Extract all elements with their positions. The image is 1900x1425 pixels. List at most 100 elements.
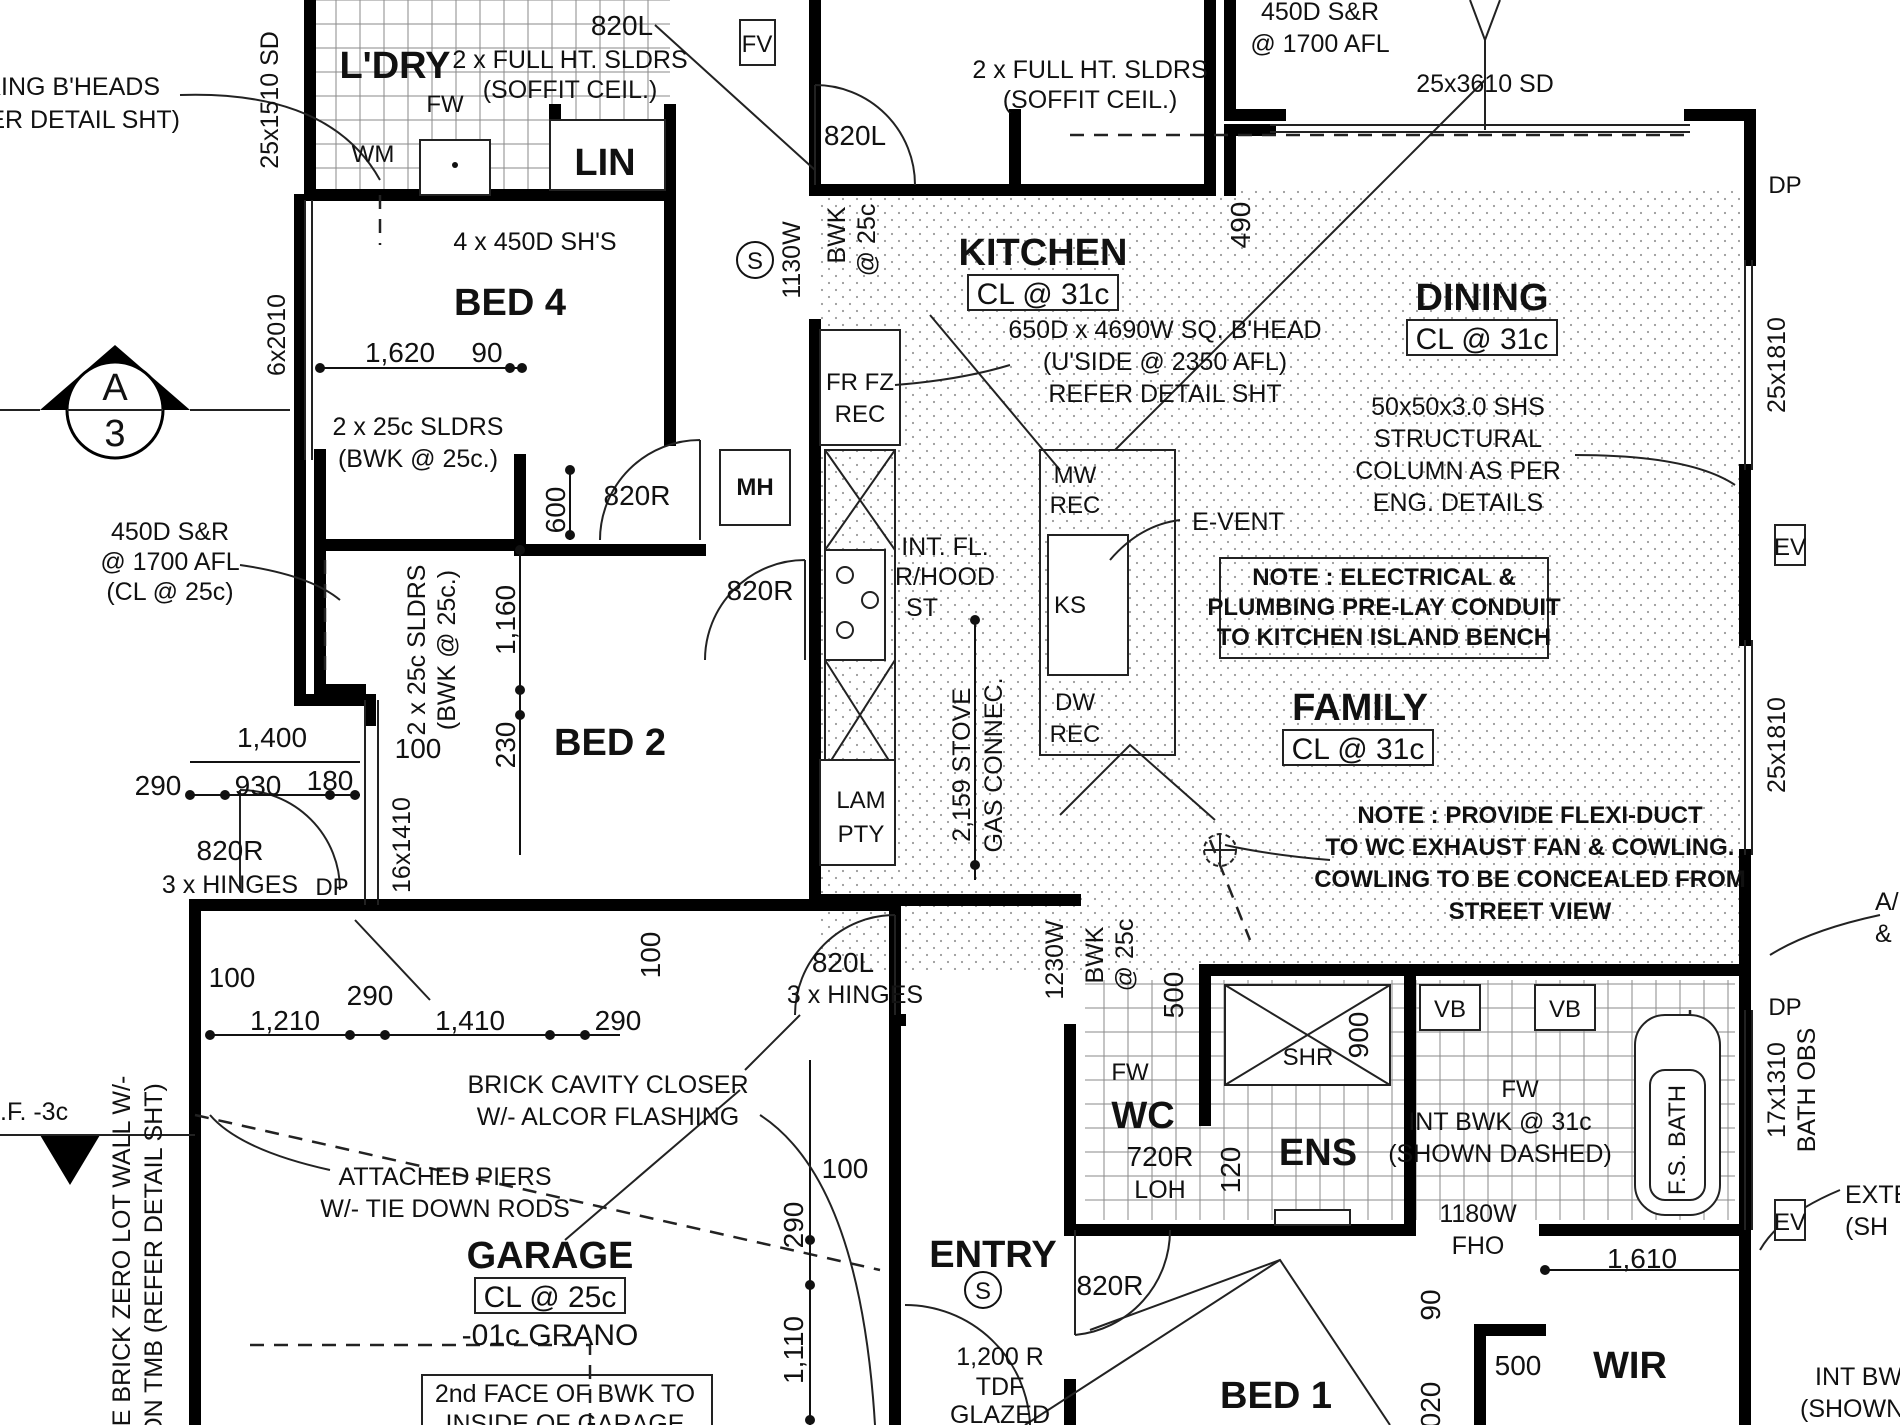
note-sliders-mid-1: 2 x FULL HT. SLDRS — [972, 56, 1207, 84]
room-entry: ENTRY — [929, 1234, 1056, 1276]
note-door-1200-2: TDF — [976, 1373, 1025, 1401]
label-lam: LAM — [836, 787, 885, 814]
note-door-1200-1: 1,200 R — [956, 1343, 1044, 1371]
label-fv: FV — [742, 31, 773, 58]
room-linen: LIN — [574, 142, 635, 184]
note-sd-laundry: 25x1510 SD — [256, 31, 284, 169]
dim-1610: 1,610 — [1607, 1243, 1677, 1274]
note-elec-2: PLUMBING PRE-LAY CONDUIT — [1207, 594, 1561, 621]
room-dining: DINING — [1416, 277, 1549, 319]
note-win-16x1410: 16x1410 — [388, 797, 416, 893]
label-fw-laundry: FW — [426, 91, 464, 118]
note-shs-3: COLUMN AS PER — [1355, 457, 1561, 485]
dim-500b: 500 — [1495, 1350, 1542, 1381]
label-fw-ens: FW — [1501, 1076, 1539, 1103]
note-sldrs-v-2: (BWK @ 25c.) — [433, 570, 461, 730]
note-brick-2: W/- ALCOR FLASHING — [477, 1103, 740, 1131]
note-hinges-mid: 3 x HINGES — [787, 981, 923, 1009]
door-labels: 820L 820L 820R 820R 820R 820L 720R 820R — [197, 10, 1194, 1301]
room-labels: L'DRY LIN BED 4 BED 2 KITCHEN DINING FAM… — [339, 45, 1666, 1417]
note-bhead-3: REFER DETAIL SHT — [1048, 380, 1281, 408]
dim-1400: 1,400 — [237, 722, 307, 753]
garage-floor: -01c GRANO — [462, 1319, 639, 1352]
dim-900: 900 — [1343, 1012, 1374, 1059]
room-ensuite: ENS — [1279, 1132, 1357, 1174]
room-laundry: L'DRY — [339, 45, 450, 87]
room-kitchen: KITCHEN — [959, 232, 1128, 274]
note-bwk-kitchen-2: @ 25c — [853, 204, 881, 277]
note-flexi-2: TO WC EXHAUST FAN & COWLING. — [1326, 834, 1735, 861]
roof-lines — [354, 0, 1501, 1425]
dim-930: 930 — [235, 770, 282, 801]
note-w1130: 1130W — [778, 221, 806, 299]
note-sr-left-1: 450D S&R — [111, 518, 229, 546]
door-820l-kitchen: 820L — [824, 120, 886, 151]
note-shs-1: 50x50x3.0 SHS — [1371, 393, 1545, 421]
note-win-25x1810-b: 25x1810 — [1763, 697, 1791, 793]
room-wc: WC — [1111, 1095, 1174, 1137]
dim-100c: 100 — [635, 932, 666, 979]
ceiling-garage: CL @ 25c — [484, 1281, 617, 1314]
note-bhead-2: (U'SIDE @ 2350 AFL) — [1043, 348, 1287, 376]
note-loh: LOH — [1134, 1176, 1185, 1204]
note-elec-3: TO KITCHEN ISLAND BENCH — [1217, 624, 1551, 651]
note-sr-top-2: @ 1700 AFL — [1250, 30, 1389, 58]
note-flexi-1: NOTE : PROVIDE FLEXI-DUCT — [1357, 802, 1703, 829]
door-820r-bed4: 820R — [604, 480, 671, 511]
door-720r: 720R — [1127, 1141, 1194, 1172]
note-piers-2: W/- TIE DOWN RODS — [320, 1195, 570, 1223]
note-ac-1: A/ — [1875, 888, 1899, 916]
ceiling-labels: CL @ 31c CL @ 31c CL @ 31c CL @ 25c -01c… — [462, 274, 1558, 1352]
note-win-25x1810-a: 25x1810 — [1763, 317, 1791, 413]
note-brick-1: BRICK CAVITY CLOSER — [467, 1071, 748, 1099]
door-820l-entry: 820L — [812, 947, 874, 978]
note-fho-1: 1180W — [1439, 1200, 1517, 1228]
ceiling-kitchen: CL @ 31c — [977, 278, 1110, 311]
dim-600: 600 — [540, 487, 571, 534]
note-bhead-1: 650D x 4690W SQ. B'HEAD — [1008, 316, 1321, 344]
note-intbwk-r-2: (SHOWN — [1800, 1395, 1900, 1423]
door-820r-entry: 820R — [1077, 1270, 1144, 1301]
door-swings — [239, 84, 1172, 1425]
note-win-6x2010: 6x2010 — [263, 294, 291, 376]
note-stove-2: GAS CONNEC. — [980, 677, 1008, 852]
label-fs-bath: F.S. BATH — [1664, 1085, 1691, 1195]
label-mh: MH — [736, 474, 773, 501]
note-sldrs-25c-1: 2 x 25c SLDRS — [333, 413, 504, 441]
dim-90b: 90 — [1415, 1289, 1446, 1320]
dim-180: 180 — [307, 765, 354, 796]
label-rec-mw: REC — [1050, 492, 1101, 519]
dim-1210: 1,210 — [250, 1005, 320, 1036]
note-sr-top-1: 450D S&R — [1261, 0, 1379, 26]
note-hinges-left: 3 x HINGES — [162, 871, 298, 899]
door-820r-left: 820R — [197, 835, 264, 866]
fixtures — [419, 19, 1721, 1226]
dim-100d: 100 — [822, 1153, 869, 1184]
dim-020: 020 — [1415, 1382, 1446, 1425]
dim-1110: 1,110 — [778, 1316, 809, 1384]
dim-1410: 1,410 — [435, 1005, 505, 1036]
section-number: 3 — [104, 413, 125, 455]
door-820r-bed2: 820R — [727, 575, 794, 606]
dim-500a: 500 — [1158, 972, 1189, 1019]
label-fr-fz: FR FZ — [826, 369, 894, 396]
note-bwk-ens-1: BWK — [1081, 926, 1109, 983]
note-st: ST — [906, 594, 938, 622]
room-bed2: BED 2 — [554, 722, 666, 764]
note-bath-obs: BATH OBS — [1793, 1028, 1821, 1153]
dim-120: 120 — [1215, 1147, 1246, 1194]
note-sliders-top-2: (SOFFIT CEIL.) — [483, 76, 658, 104]
note-bwk2nd-2: INSIDE OF GARAGE — [446, 1410, 685, 1425]
label-rec-dw: REC — [1050, 721, 1101, 748]
dim-290d: 290 — [778, 1202, 809, 1249]
note-intbwk-r-1: INT BWK — [1815, 1363, 1900, 1391]
room-family: FAMILY — [1292, 687, 1428, 729]
dim-290c: 290 — [595, 1005, 642, 1036]
note-stove-1: 2,159 STOVE — [948, 688, 976, 842]
label-rec-fridge: REC — [835, 401, 886, 428]
label-ev-right: EV — [1774, 534, 1806, 561]
label-dw: DW — [1055, 689, 1095, 716]
note-sd-dining: 25x3610 SD — [1416, 70, 1554, 98]
note-w1230: 1230W — [1041, 920, 1069, 1000]
